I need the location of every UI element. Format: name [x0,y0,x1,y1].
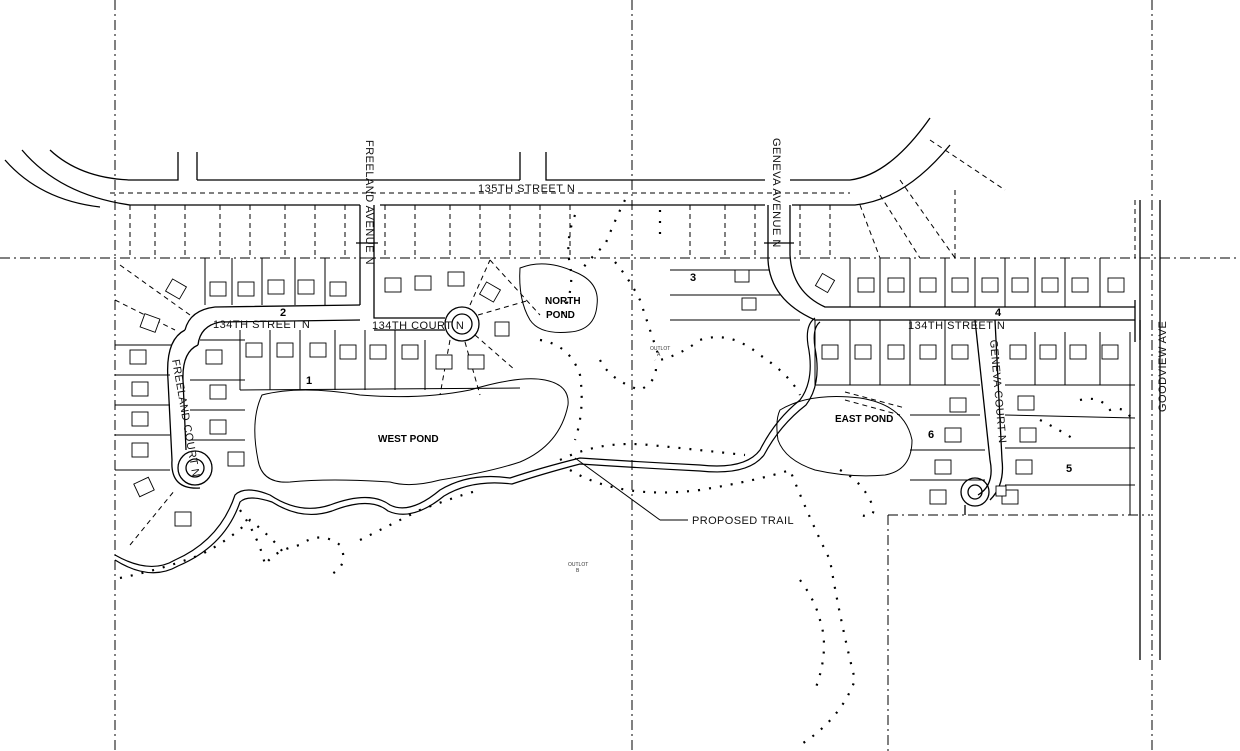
freeland-court [166,329,213,489]
goodview-avenue [1139,200,1161,660]
label-block-1: 1 [306,375,312,387]
proposed-trail [114,317,821,574]
freeland-avenue [356,205,378,305]
street-134th-west [184,304,480,346]
label-block-3: 3 [690,272,696,284]
label-block-6: 6 [928,429,934,441]
label-outlot-a-1: OUTLOT [650,346,670,352]
label-goodview-ave: GOODVIEW AVE [1157,321,1169,412]
label-outlot-b-1: OUTLOT [568,562,588,568]
label-north-pond-2: POND [546,310,575,321]
label-block-5: 5 [1066,463,1072,475]
label-134th-court: 134TH COURT N [372,320,464,332]
label-west-pond: WEST POND [378,434,439,445]
label-135th-street: 135TH STREET N [478,183,575,195]
lot-lines-block4 [670,258,1136,515]
house-footprints [129,269,1125,527]
label-proposed-trail: PROPOSED TRAIL [692,515,794,527]
label-freeland-avenue: FREELAND AVENUE N [363,140,375,265]
west-pond [254,378,569,486]
label-block-2: 2 [280,307,286,319]
label-134th-street-west: 134TH STREET N [213,319,310,331]
lot-lines-block1 [239,259,541,396]
label-block-4: 4 [995,307,1002,319]
label-outlot-b-2: B [576,568,580,574]
lot-lines-north [129,139,1141,259]
street-134th-east [960,319,1004,515]
east-pond-inlet-2 [844,399,901,416]
label-east-pond: EAST POND [835,414,893,425]
lot-lines-block2 [114,258,326,546]
wetland-edges [119,199,1133,746]
proposed-trail-leader [574,457,661,521]
street-135th [4,117,951,208]
label-freeland-court: FREELAND COURT N [169,358,202,478]
label-geneva-avenue: GENEVA AVENUE N [770,138,782,248]
east-pond [776,396,913,477]
east-pond-inlet [844,391,906,409]
label-outlot-a-2: A [657,352,661,358]
label-north-pond-1: NORTH [545,296,581,307]
label-geneva-court: GENEVA COURT N [987,339,1008,444]
label-134th-street-east: 134TH STREET N [908,320,1005,332]
